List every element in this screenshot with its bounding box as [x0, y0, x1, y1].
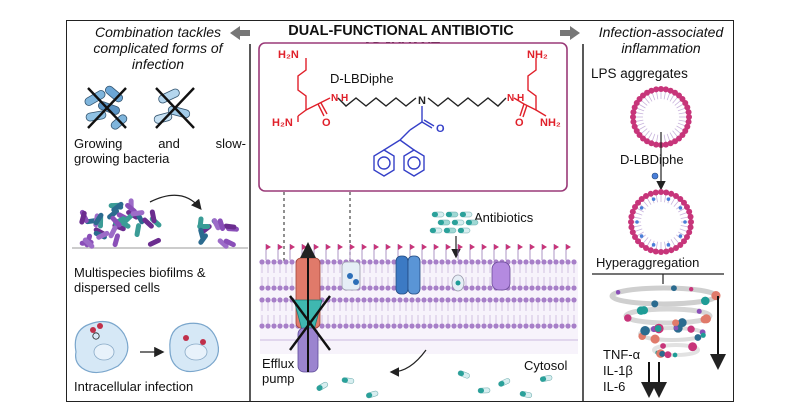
atom-o-right: O: [515, 117, 524, 129]
atom-o-center: O: [436, 123, 445, 135]
hyperaggregate-icon: [628, 189, 694, 255]
intracellular-label: Intracellular infection: [74, 379, 194, 394]
atom-nh2-top-right: NH₂: [527, 49, 548, 61]
cytokine-il1: IL-1β: [603, 363, 633, 378]
efflux-line-2: pump: [262, 370, 295, 386]
lps-aggregate-icon: [630, 86, 692, 148]
right-header-arrow: [560, 26, 580, 40]
atom-nh-right: N H: [507, 93, 524, 104]
atom-h2n-bottom-left: H₂N: [272, 117, 293, 129]
left-heading-line-1: Combination tackles: [94, 24, 222, 40]
biofilm-label: Multispecies biofilms & dispersed cells: [74, 265, 249, 296]
atom-nh2-top-left: H₂N: [278, 49, 299, 61]
cytosol-label: Cytosol: [524, 358, 568, 373]
cytokine-il6: IL-6: [603, 379, 626, 394]
hyperaggregation-label: Hyperaggregation: [596, 255, 700, 270]
growing-line-2: growing bacteria: [74, 150, 170, 166]
slow-growing-bacteria-icon: [153, 87, 195, 129]
atom-nh2-bottom-right: NH₂: [540, 117, 561, 129]
growing-bacteria-label: Growing and slow- growing bacteria: [74, 136, 246, 167]
atom-n-center: N: [418, 95, 426, 107]
right-heading-line-1: Infection-associated: [598, 24, 724, 40]
efflux-pump-label: Efflux pump: [262, 356, 295, 387]
cytokine-list: TNF-α IL-1β IL-6: [603, 347, 640, 395]
efflux-line-1: Efflux: [262, 356, 295, 371]
left-heading: Combination tackles complicated forms of…: [74, 24, 242, 72]
antibiotic-capsules: [429, 211, 479, 234]
intracellular-infection-icon: [74, 321, 219, 374]
molecule-box: [258, 42, 568, 192]
cytokine-tnf: TNF-α: [603, 347, 641, 362]
growing-bacteria-icon: [84, 85, 128, 130]
right-heading: Infection-associated inflammation: [590, 24, 732, 56]
left-heading-line-2: complicated forms of: [93, 40, 223, 57]
pore-icon: [451, 274, 465, 292]
growing-line-1: Growing and slow-: [74, 136, 246, 151]
figure-frame: [66, 20, 734, 402]
cytosol-capsules: [316, 370, 553, 399]
left-header-arrow: [230, 26, 250, 40]
molecule-structure: [297, 58, 547, 177]
membrane-protein-purple: [491, 261, 511, 291]
channel-protein: [341, 261, 361, 291]
biofilm-line-1: Multispecies biofilms &: [74, 265, 206, 280]
left-heading-line-3: infection: [131, 56, 185, 73]
atom-o-left: O: [322, 117, 331, 129]
biofilm-line-2: dispersed cells: [74, 279, 160, 295]
efflux-pump-icon: [289, 242, 331, 373]
right-compound-label: D-LBDiphe: [620, 152, 684, 167]
compound-dot-icon: [651, 172, 659, 180]
atom-nh-left: N H: [331, 93, 348, 104]
biofilm-icon: [72, 194, 248, 249]
lps-aggregates-label: LPS aggregates: [591, 66, 688, 81]
antibiotics-label: Antibiotics: [474, 210, 534, 225]
molecule-name: D-LBDiphe: [330, 71, 394, 86]
right-heading-line-2: inflammation: [621, 40, 701, 57]
cytosol-arrow: [389, 349, 427, 377]
porin-protein: [395, 255, 421, 295]
cytokine-swirl-icon: [609, 285, 726, 398]
